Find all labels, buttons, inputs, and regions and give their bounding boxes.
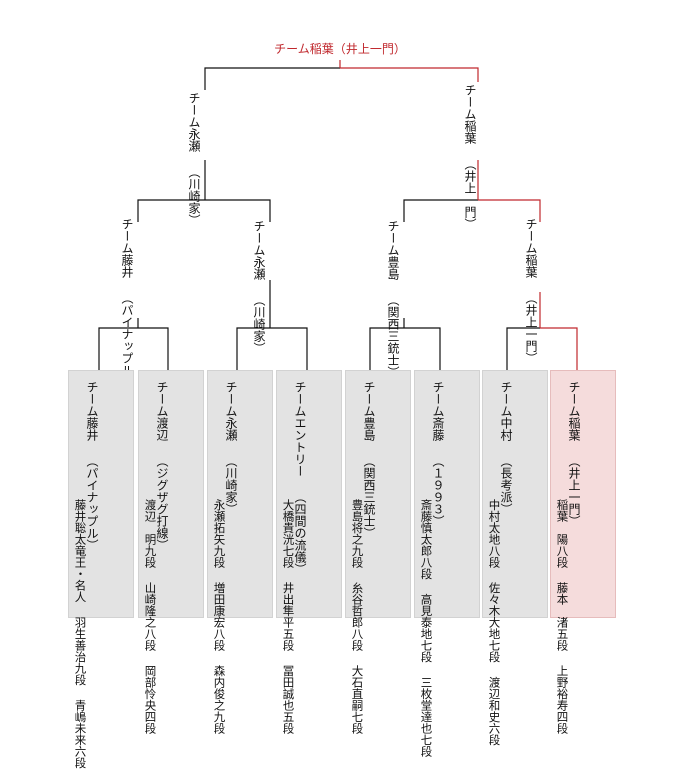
quarterfinal-3: チーム豊島 （関西三銃士） bbox=[386, 220, 400, 378]
quarterfinal-1-name: チーム藤井 bbox=[120, 218, 134, 278]
team-name: チーム稲葉 bbox=[567, 381, 581, 441]
member: 稲葉 陽八段 bbox=[555, 499, 570, 568]
member: 井出隼平五段 bbox=[281, 582, 296, 651]
member: 大橋貴洸七段 bbox=[281, 499, 296, 568]
team-sub: （ジグザグ打線） bbox=[155, 455, 169, 551]
member: 増田康宏八段 bbox=[212, 582, 227, 651]
member: 冨田誠也五段 bbox=[281, 665, 296, 734]
team-members: 渡辺 明九段 山崎隆之八段 岡部怜央四段 bbox=[143, 499, 158, 734]
team-members: 斎藤慎太郎八段 高見泰地七段 三枚堂達也七段 bbox=[419, 499, 434, 757]
team-box-fujii: チーム藤井 （パイナップル） 藤井聡太竜王・名人 羽生善治九段 青嶋未来六段 bbox=[68, 370, 134, 769]
quarterfinal-4-sub: （井上一門） bbox=[524, 292, 538, 364]
team-name: チーム渡辺 bbox=[155, 381, 169, 441]
semifinal-right-name: チーム稲葉 bbox=[463, 84, 477, 144]
quarterfinal-1: チーム藤井 （パイナップル） bbox=[120, 218, 134, 388]
member: 豊島将之九段 bbox=[350, 499, 365, 568]
team-label: チームエントリー （四間の流儀） bbox=[293, 381, 307, 575]
quarterfinal-4: チーム稲葉 （井上一門） bbox=[524, 218, 538, 364]
qf-line-2 bbox=[236, 280, 308, 370]
final-line-right bbox=[339, 60, 479, 82]
team-members: 永瀬拓矢九段 増田康宏八段 森内俊之九段 bbox=[212, 499, 227, 734]
team-sub: （長考派） bbox=[499, 455, 513, 515]
team-sub: （井上一門） bbox=[567, 455, 581, 527]
team-name: チーム中村 bbox=[499, 381, 513, 441]
team-label: チーム稲葉 （井上一門） bbox=[567, 381, 581, 527]
quarterfinal-4-name: チーム稲葉 bbox=[524, 218, 538, 278]
member: 渡辺和史六段 bbox=[487, 676, 502, 746]
member: 中村太地八段 bbox=[487, 499, 502, 568]
semi-left-line bbox=[137, 160, 271, 222]
team-box-nakamura: チーム中村 （長考派） 中村太地八段 佐々木大地七段 渡辺和史六段 bbox=[482, 370, 548, 746]
team-box-inaba-winner: チーム稲葉 （井上一門） 稲葉 陽八段 藤本 渚五段 上野裕寿四段 bbox=[550, 370, 616, 734]
semi-right-line-right bbox=[477, 160, 541, 222]
member: 佐々木大地七段 bbox=[487, 582, 502, 663]
member: 上野裕寿四段 bbox=[555, 665, 570, 734]
quarterfinal-1-sub: （パイナップル） bbox=[120, 292, 134, 388]
team-box-nagase: チーム永瀬 （川崎家） 永瀬拓矢九段 増田康宏八段 森内俊之九段 bbox=[207, 370, 273, 734]
team-sub: （関西三銃士） bbox=[362, 455, 376, 539]
semifinal-left-sub: （川崎家） bbox=[187, 166, 201, 226]
champion-label: チーム稲葉（井上一門） bbox=[274, 42, 406, 56]
team-label: チーム渡辺 （ジグザグ打線） bbox=[155, 381, 169, 551]
team-label: チーム藤井 （パイナップル） bbox=[85, 381, 99, 551]
team-name: チーム斎藤 bbox=[431, 381, 445, 441]
team-box-saito: チーム斎藤 （１９９３） 斎藤慎太郎八段 高見泰地七段 三枚堂達也七段 bbox=[414, 370, 480, 757]
team-label: チーム斎藤 （１９９３） bbox=[431, 381, 445, 527]
semifinal-left-name: チーム永瀬 bbox=[187, 92, 201, 152]
semifinal-right: チーム稲葉 （井上一門） bbox=[463, 84, 477, 230]
final-line-left bbox=[204, 67, 340, 90]
team-sub: （川崎家） bbox=[224, 455, 238, 515]
member: 青嶋未来六段 bbox=[73, 699, 88, 769]
team-name: チームエントリー bbox=[293, 381, 307, 477]
team-label: チーム永瀬 （川崎家） bbox=[224, 381, 238, 515]
quarterfinal-2: チーム永瀬 （川崎家） bbox=[252, 220, 266, 354]
team-members: 大橋貴洸七段 井出隼平五段 冨田誠也五段 bbox=[281, 499, 296, 734]
quarterfinal-2-name: チーム永瀬 bbox=[252, 220, 266, 280]
member: 藤本 渚五段 bbox=[555, 582, 570, 651]
bracket-lines bbox=[98, 60, 578, 370]
team-label: チーム豊島 （関西三銃士） bbox=[362, 381, 376, 539]
member: 藤井聡太竜王・名人 bbox=[73, 499, 88, 603]
team-members: 中村太地八段 佐々木大地七段 渡辺和史六段 bbox=[487, 499, 502, 746]
member: 三枚堂達也七段 bbox=[419, 676, 434, 758]
team-name: チーム永瀬 bbox=[224, 381, 238, 441]
member: 山崎隆之八段 bbox=[143, 582, 158, 651]
team-box-entry: チームエントリー （四間の流儀） 大橋貴洸七段 井出隼平五段 冨田誠也五段 bbox=[276, 370, 342, 734]
team-sub: （パイナップル） bbox=[85, 455, 99, 551]
qf-line-3 bbox=[369, 318, 441, 370]
team-sub: （四間の流儀） bbox=[293, 491, 307, 575]
qf-line-4-right bbox=[539, 292, 578, 370]
qf-line-1 bbox=[98, 318, 169, 370]
member: 森内俊之九段 bbox=[212, 665, 227, 734]
member: 糸谷哲郎八段 bbox=[350, 582, 365, 651]
team-members: 藤井聡太竜王・名人 羽生善治九段 青嶋未来六段 bbox=[73, 499, 88, 769]
team-members: 豊島将之九段 糸谷哲郎八段 大石直嗣七段 bbox=[350, 499, 365, 734]
qf-line-4-left bbox=[506, 327, 540, 370]
quarterfinal-3-name: チーム豊島 bbox=[386, 220, 400, 280]
team-members: 稲葉 陽八段 藤本 渚五段 上野裕寿四段 bbox=[555, 499, 570, 734]
team-label: チーム中村 （長考派） bbox=[499, 381, 513, 515]
quarterfinal-3-sub: （関西三銃士） bbox=[386, 294, 400, 378]
team-box-watanabe: チーム渡辺 （ジグザグ打線） 渡辺 明九段 山崎隆之八段 岡部怜央四段 bbox=[138, 370, 204, 734]
team-name: チーム豊島 bbox=[362, 381, 376, 441]
semi-right-line-left bbox=[403, 199, 478, 222]
quarterfinal-2-sub: （川崎家） bbox=[252, 294, 266, 354]
team-name: チーム藤井 bbox=[85, 381, 99, 441]
team-sub: （１９９３） bbox=[431, 455, 445, 527]
member: 永瀬拓矢九段 bbox=[212, 499, 227, 568]
semifinal-left: チーム永瀬 （川崎家） bbox=[187, 92, 201, 226]
team-box-toyoshima: チーム豊島 （関西三銃士） 豊島将之九段 糸谷哲郎八段 大石直嗣七段 bbox=[345, 370, 411, 734]
member: 斎藤慎太郎八段 bbox=[419, 499, 434, 580]
member: 大石直嗣七段 bbox=[350, 665, 365, 734]
member: 渡辺 明九段 bbox=[143, 499, 158, 568]
semifinal-right-sub: （井上一門） bbox=[463, 158, 477, 230]
member: 高見泰地七段 bbox=[419, 593, 434, 663]
member: 岡部怜央四段 bbox=[143, 665, 158, 734]
member: 羽生善治九段 bbox=[73, 616, 88, 686]
